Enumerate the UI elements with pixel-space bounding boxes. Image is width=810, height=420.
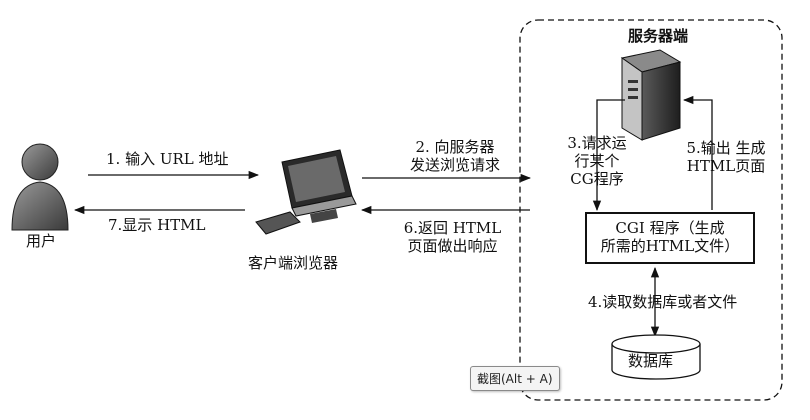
step6-label: 6.返回 HTML 页面做出响应 [395,219,510,255]
cgi-line2: 所需的HTML文件） [600,237,740,255]
step6-line2: 页面做出响应 [407,237,498,255]
user-icon [11,143,69,231]
step5-line1: 5.输出 生成 [686,139,766,157]
arrow-run-cgi [592,99,625,212]
step3-line1: 3.请求运 [567,134,627,152]
cgi-program-box [585,212,755,264]
browser-label: 客户端浏览器 [248,254,339,272]
user-label: 用户 [26,232,57,250]
step5-line2: HTML页面 [686,157,766,175]
step2-line1: 2. 向服务器 [415,138,495,156]
cgi-program-text: CGI 程序（生成 所需的HTML文件） [587,219,753,255]
arrow-output-html [682,95,713,210]
server-icon [620,49,682,141]
step1-label: 1. 输入 URL 地址 [106,150,229,168]
database-label: 数据库 [628,352,674,370]
step2-line2: 发送浏览请求 [409,156,500,174]
step3-line2: 行某个 [574,152,620,170]
screenshot-tooltip: 截图(Alt + A) [470,366,560,391]
step2-label: 2. 向服务器 发送浏览请求 [400,138,510,174]
step7-label: 7.显示 HTML [108,216,206,234]
computer-icon [255,149,357,235]
step5-label: 5.输出 生成 HTML页面 [676,139,776,175]
step6-line1: 6.返回 HTML [403,219,502,237]
step4-label: 4.读取数据库或者文件 [588,293,738,311]
cgi-line1: CGI 程序（生成 [615,219,725,237]
step3-line3: CG程序 [570,170,624,188]
server-title: 服务器端 [628,27,689,45]
database-icon [611,334,701,380]
step3-label: 3.请求运 行某个 CG程序 [557,134,637,188]
